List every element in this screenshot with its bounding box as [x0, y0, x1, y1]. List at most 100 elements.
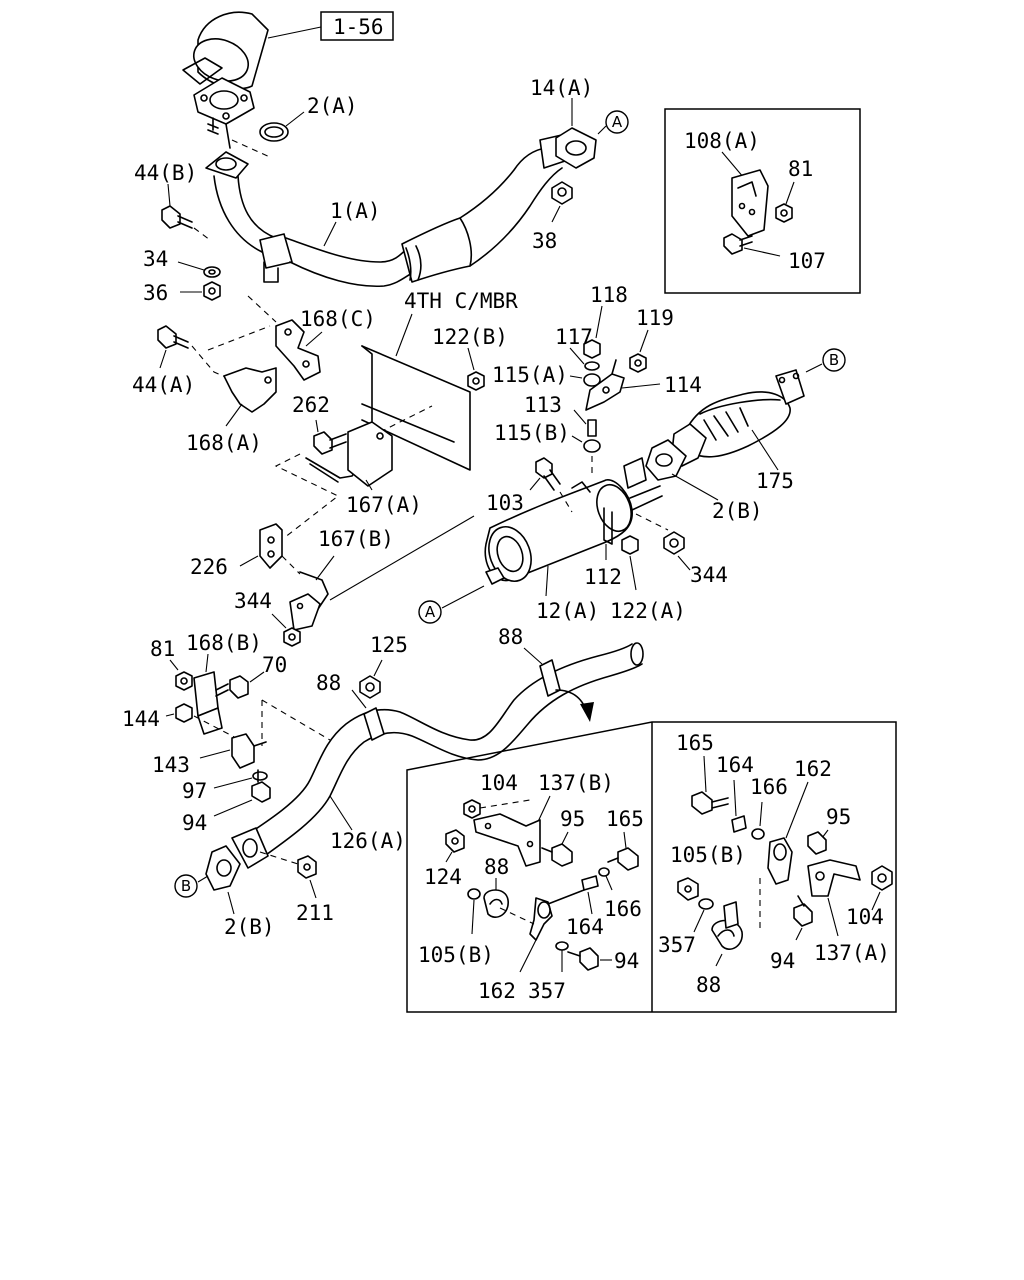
- label-88-mid: 88: [316, 671, 341, 695]
- label-118: 118: [590, 283, 628, 307]
- gasket-2a: 2(A): [231, 94, 358, 159]
- label-108a: 108(A): [684, 129, 760, 153]
- label-i2-162: 162: [794, 757, 832, 781]
- label-70: 70: [262, 653, 287, 677]
- main-muffler-12a: 12(A) A: [418, 457, 663, 624]
- reference-box-label: 1-56: [333, 15, 384, 39]
- catalytic-converter-175: B 175: [671, 348, 846, 493]
- label-81-inset: 81: [788, 157, 813, 181]
- marker-a-bottom: [418, 600, 442, 624]
- marker-b-right-text: B: [829, 351, 839, 369]
- nut-36: 36: [143, 281, 221, 305]
- hanger-stack: 118 117 119 115(A) 114 113 115(B): [492, 283, 702, 474]
- inset-hanger-detail: 104 137(B) 95 165 124 88 166 164 105(B: [406, 721, 897, 1013]
- label-34: 34: [143, 247, 168, 271]
- label-226: 226: [190, 555, 228, 579]
- bracket-167a: 167(A): [274, 421, 422, 539]
- fourth-crossmember: 4TH C/MBR: [361, 289, 518, 471]
- label-36: 36: [143, 281, 168, 305]
- label-119: 119: [636, 306, 674, 330]
- label-211: 211: [296, 901, 334, 925]
- label-2a-top: 2(A): [307, 94, 358, 118]
- label-126a: 126(A): [330, 829, 406, 853]
- bracket-112: 112: [584, 507, 622, 589]
- nut-38: 38: [532, 181, 573, 253]
- label-262: 262: [292, 393, 330, 417]
- bolt-44a: 44(A): [132, 325, 243, 397]
- label-175: 175: [756, 469, 794, 493]
- label-1a: 1(A): [330, 199, 381, 223]
- label-i1-166: 166: [604, 897, 642, 921]
- nut-122b: 122(B): [432, 325, 508, 391]
- label-i2-95: 95: [826, 805, 851, 829]
- label-144: 144: [122, 707, 160, 731]
- label-4th-c-mbr: 4TH C/MBR: [404, 289, 518, 313]
- label-i1-124: 124: [424, 865, 462, 889]
- bracket-226: 226: [190, 523, 301, 579]
- label-i2-165: 165: [676, 731, 714, 755]
- bolt-44b: 44(B): [134, 161, 211, 241]
- callout-arrow: [555, 689, 589, 717]
- label-i1-162: 162: [478, 979, 516, 1003]
- label-12a: 12(A): [536, 599, 599, 623]
- label-i2-137a: 137(A): [814, 941, 890, 965]
- nut-344-left: 344: [234, 589, 301, 647]
- front-pipe-1a: 1(A): [205, 133, 569, 288]
- bolt-103: 103: [486, 457, 573, 515]
- reference-box: [320, 11, 394, 41]
- label-97: 97: [182, 779, 207, 803]
- nut-211: 211: [259, 851, 334, 925]
- gasket-2b-bottom: B 2(B): [174, 845, 275, 939]
- label-125: 125: [370, 633, 408, 657]
- label-i2-357: 357: [658, 933, 696, 957]
- washer-34: 34: [143, 247, 221, 278]
- inset-frame-top-right: [664, 108, 861, 294]
- label-122b: 122(B): [432, 325, 508, 349]
- label-i2-94: 94: [770, 949, 795, 973]
- clamp-88-top: 88: [498, 625, 543, 665]
- label-14a: 14(A): [530, 76, 593, 100]
- label-i1-104: 104: [480, 771, 518, 795]
- label-i1-105b: 105(B): [418, 943, 494, 967]
- label-44a: 44(A): [132, 373, 195, 397]
- label-107: 107: [788, 249, 826, 273]
- label-168b: 168(B): [186, 631, 262, 655]
- nut-344-right: 344: [635, 513, 728, 587]
- label-94-left: 94: [182, 811, 207, 835]
- inset-bracket-108a: 108(A) 81 107: [664, 108, 861, 294]
- label-i2-105b: 105(B): [670, 843, 746, 867]
- exhaust-manifold-assembly: 1-56: [182, 11, 394, 149]
- tail-pipe-126a: 126(A): [231, 642, 644, 869]
- flange-14a: 14(A) A: [530, 76, 629, 169]
- nut-122a: 122(A): [610, 535, 686, 623]
- label-344-left: 344: [234, 589, 272, 613]
- marker-b-right: [822, 348, 846, 372]
- label-i1-357: 357: [528, 979, 566, 1003]
- nut-125: 125: [359, 633, 408, 699]
- label-i1-164: 164: [566, 915, 604, 939]
- label-115a: 115(A): [492, 363, 568, 387]
- bracket-167b: 167(B): [289, 527, 394, 631]
- inset-frame-bottom: [406, 721, 897, 1013]
- label-168a: 168(A): [186, 431, 262, 455]
- callout-arrow-head: [580, 702, 594, 722]
- label-113: 113: [524, 393, 562, 417]
- label-103: 103: [486, 491, 524, 515]
- label-167b: 167(B): [318, 527, 394, 551]
- marker-a-bottom-text: A: [425, 603, 436, 621]
- connector-line: [329, 515, 475, 601]
- label-143: 143: [152, 753, 190, 777]
- label-81-left: 81: [150, 637, 175, 661]
- label-2b-bottom: 2(B): [224, 915, 275, 939]
- label-i1-88: 88: [484, 855, 509, 879]
- label-167a: 167(A): [346, 493, 422, 517]
- marker-a-top: [605, 110, 629, 134]
- clamp-88-mid: 88: [316, 671, 367, 709]
- label-i2-104: 104: [846, 905, 884, 929]
- marker-b-left: [174, 874, 198, 898]
- label-115b: 115(B): [494, 421, 570, 445]
- label-i1-95: 95: [560, 807, 585, 831]
- label-i1-94: 94: [614, 949, 639, 973]
- label-344-right: 344: [690, 563, 728, 587]
